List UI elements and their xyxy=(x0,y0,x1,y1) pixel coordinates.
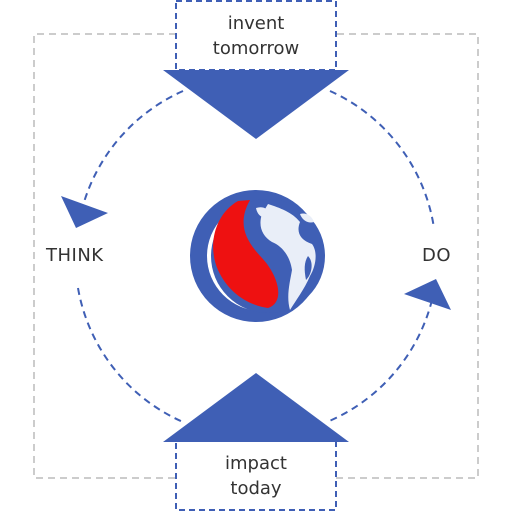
cycle-arc-bottom-right xyxy=(326,299,433,423)
top-arrow xyxy=(163,70,349,139)
outer-frame xyxy=(33,33,479,479)
think-label: THINK xyxy=(46,245,104,266)
logo-globe-icon xyxy=(190,190,325,322)
bottom-box-label: impact today xyxy=(176,451,336,501)
cycle-arc-bottom-left xyxy=(77,287,184,423)
cycle-arc-top-right xyxy=(329,90,435,229)
top-box-line1: invent xyxy=(227,13,285,34)
cycle-arc-top-left xyxy=(80,90,184,214)
top-box-label: invent tomorrow xyxy=(176,11,336,61)
top-box xyxy=(175,0,337,71)
left-arrow xyxy=(61,196,108,228)
top-box-line2: tomorrow xyxy=(212,38,300,59)
bottom-box-line2: today xyxy=(230,478,282,499)
right-arrow xyxy=(404,279,451,310)
do-label: DO xyxy=(422,245,452,266)
bottom-box-line1: impact xyxy=(225,453,287,474)
bottom-arrow xyxy=(163,373,349,442)
